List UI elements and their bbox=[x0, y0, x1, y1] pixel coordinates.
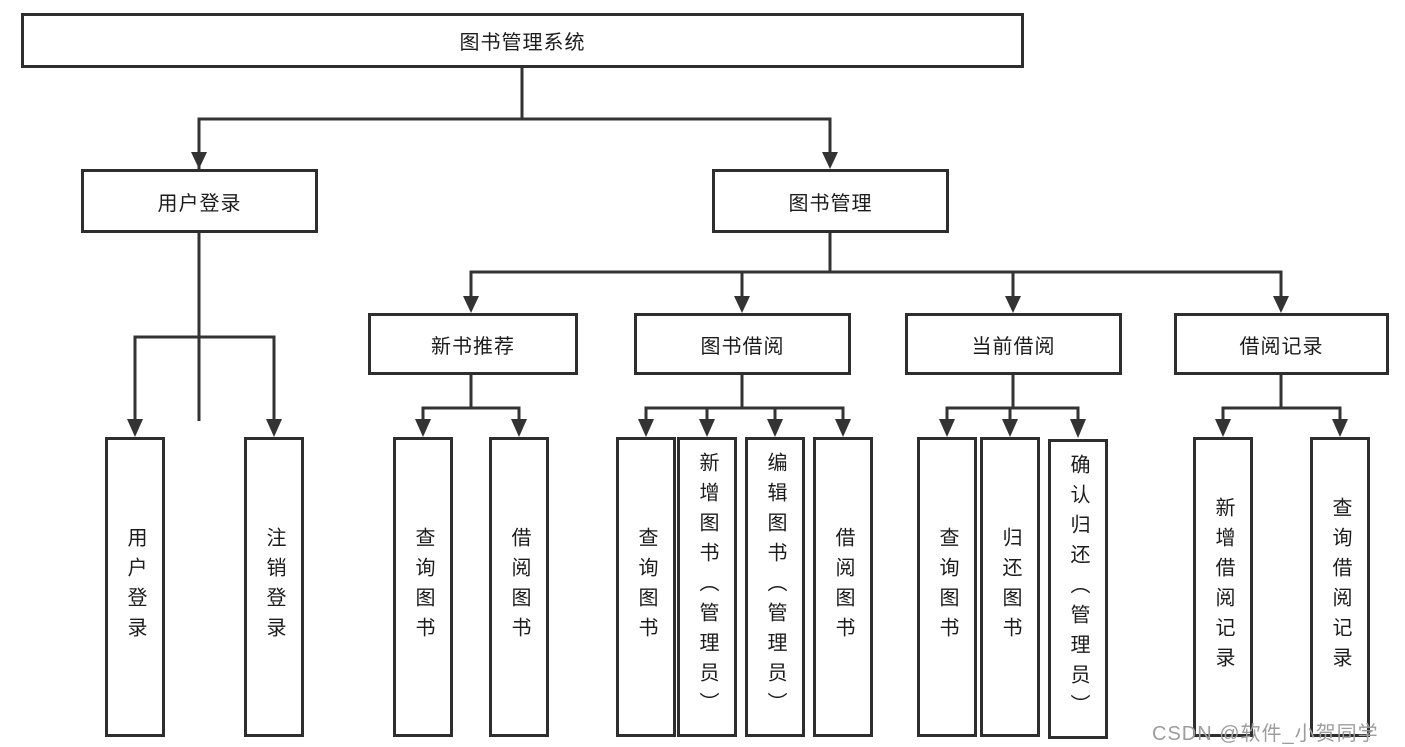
leaf-user-login: 用户登录 bbox=[105, 437, 165, 737]
leaf-bb-edit-book-admin-label: 编辑图书（管理员） bbox=[764, 452, 786, 722]
arrow-down-icon bbox=[822, 152, 838, 169]
node-borrow-records: 借阅记录 bbox=[1174, 313, 1389, 375]
leaf-logout-label: 注销登录 bbox=[263, 527, 285, 647]
arrow-down-icon bbox=[511, 419, 527, 437]
leaf-user-login-label: 用户登录 bbox=[124, 527, 146, 647]
node-new-book-recommend-label: 新书推荐 bbox=[431, 335, 515, 358]
root-node-label: 图书管理系统 bbox=[459, 32, 586, 54]
arrow-down-icon bbox=[835, 419, 851, 437]
root-node-box: 图书管理系统 bbox=[21, 13, 1024, 68]
leaf-cb-confirm-return-admin-label: 确认归还（管理员） bbox=[1067, 454, 1089, 724]
leaf-bb-add-book-admin: 新增图书（管理员） bbox=[677, 437, 737, 737]
node-book-borrow-label: 图书借阅 bbox=[700, 335, 785, 358]
leaf-br-add-record: 新增借阅记录 bbox=[1193, 437, 1253, 737]
leaf-nbr-query-books-label: 查询图书 bbox=[412, 527, 434, 647]
leaf-bb-query-books-label: 查询图书 bbox=[635, 527, 657, 647]
arrow-down-icon bbox=[939, 419, 955, 437]
leaf-bb-borrow-books: 借阅图书 bbox=[813, 437, 873, 737]
leaf-cb-confirm-return-admin: 确认归还（管理员） bbox=[1048, 439, 1108, 739]
leaf-cb-query-books: 查询图书 bbox=[917, 437, 977, 737]
arrow-down-icon bbox=[699, 419, 715, 437]
node-book-management-label: 图书管理 bbox=[788, 192, 873, 215]
arrow-down-icon bbox=[1215, 419, 1231, 437]
leaf-br-query-record: 查询借阅记录 bbox=[1310, 437, 1370, 737]
leaf-cb-return-books: 归还图书 bbox=[980, 437, 1040, 737]
arrow-down-icon bbox=[463, 296, 479, 313]
leaf-nbr-borrow-books-label: 借阅图书 bbox=[508, 527, 530, 647]
arrow-down-icon bbox=[127, 419, 143, 437]
leaf-br-query-record-label: 查询借阅记录 bbox=[1329, 497, 1351, 677]
connector-current-borrow bbox=[945, 375, 1080, 421]
leaf-br-add-record-label: 新增借阅记录 bbox=[1212, 497, 1234, 677]
arrow-down-icon bbox=[767, 419, 783, 437]
leaf-logout: 注销登录 bbox=[244, 437, 304, 737]
leaf-cb-return-books-label: 归还图书 bbox=[999, 527, 1021, 647]
connector-book-management bbox=[469, 233, 1283, 298]
node-current-borrow-label: 当前借阅 bbox=[971, 335, 1056, 358]
leaf-cb-query-books-label: 查询图书 bbox=[936, 527, 958, 647]
leaf-bb-edit-book-admin: 编辑图书（管理员） bbox=[745, 437, 805, 737]
arrow-down-icon bbox=[1005, 296, 1021, 313]
node-book-management: 图书管理 bbox=[712, 169, 949, 233]
arrow-down-icon bbox=[266, 419, 282, 437]
arrow-down-icon bbox=[1273, 296, 1289, 313]
arrow-down-icon bbox=[638, 419, 654, 437]
node-book-borrow: 图书借阅 bbox=[634, 313, 851, 375]
leaf-bb-query-books: 查询图书 bbox=[616, 437, 676, 737]
leaf-nbr-query-books: 查询图书 bbox=[393, 437, 453, 737]
arrow-down-icon bbox=[734, 296, 750, 313]
connector-borrow-records bbox=[1221, 375, 1342, 421]
csdn-watermark: CSDN @软件_小贺同学 bbox=[1152, 723, 1379, 745]
connector-book-borrow bbox=[644, 375, 845, 421]
arrow-down-icon bbox=[1332, 419, 1348, 437]
arrow-down-icon bbox=[191, 152, 207, 169]
node-user-login: 用户登录 bbox=[81, 169, 318, 233]
arrow-down-icon bbox=[415, 419, 431, 437]
arrow-down-icon bbox=[1070, 419, 1086, 438]
node-user-login-label: 用户登录 bbox=[157, 192, 242, 215]
leaf-bb-add-book-admin-label: 新增图书（管理员） bbox=[696, 452, 718, 722]
node-new-book-recommend: 新书推荐 bbox=[368, 313, 578, 375]
leaf-bb-borrow-books-label: 借阅图书 bbox=[832, 527, 854, 647]
leaf-nbr-borrow-books: 借阅图书 bbox=[489, 437, 549, 737]
connector-new-book-recommend bbox=[421, 375, 521, 421]
node-current-borrow: 当前借阅 bbox=[905, 313, 1122, 375]
connector-user-login bbox=[133, 233, 276, 421]
node-borrow-records-label: 借阅记录 bbox=[1239, 335, 1324, 358]
arrow-down-icon bbox=[1002, 419, 1018, 437]
